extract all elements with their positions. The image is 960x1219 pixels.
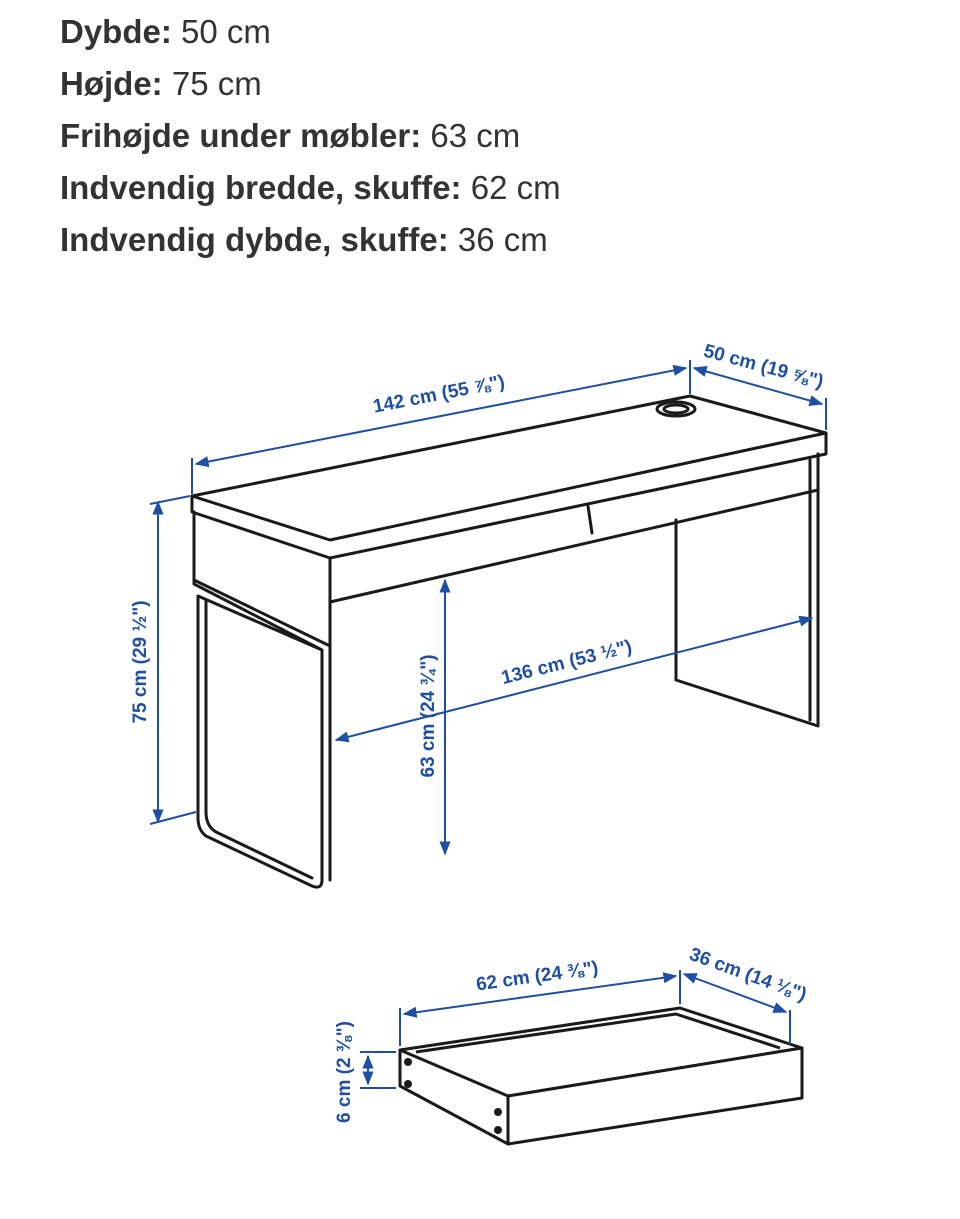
desk-illustration [190,394,828,889]
desk-left-leg-inner [204,598,314,880]
spec-value: 50 cm [181,13,271,50]
drawer-illustration [398,1006,804,1146]
specs-list: Dybde: 50 cm Højde: 75 cm Frihøjde under… [60,6,940,266]
drawer-dimensions [360,970,791,1089]
spec-label: Indvendig dybde, skuffe: [60,221,449,258]
spec-label: Dybde: [60,13,172,50]
spec-label: Frihøjde under møbler: [60,117,422,154]
spec-value: 36 cm [457,221,548,258]
drawer-height-label: 6 cm (2 ⅜") [334,1021,355,1123]
drawer-depth-label: 36 cm (14 ⅛") [686,944,809,1006]
spec-row-clearance: Frihøjde under møbler: 63 cm [60,110,940,162]
desk-width-label: 142 cm (55 ⅞") [371,372,506,418]
desk-height-label: 75 cm (29 ½") [130,600,151,723]
spec-label: Højde: [60,65,163,102]
drawer-side-panel [398,1050,510,1146]
spec-value: 75 cm [171,65,262,102]
desk-left-side [192,510,332,648]
spec-row-drawer-width: Indvendig bredde, skuffe: 62 cm [60,162,940,214]
spec-value: 62 cm [470,169,561,206]
spec-row-drawer-depth: Indvendig dybde, skuffe: 36 cm [60,214,940,266]
desk-drawer-divider [586,504,594,535]
spec-label: Indvendig bredde, skuffe: [60,169,462,206]
desk-dimensions [149,360,827,856]
desk-depth-label: 50 cm (19 ⅝") [701,341,825,393]
spec-row-depth: Dybde: 50 cm [60,6,940,58]
desk-clearance-label: 63 cm (24 ¾") [418,654,439,777]
desk-left-leg [192,510,324,889]
desk-top-surface [190,394,828,542]
spec-value: 63 cm [430,117,521,154]
spec-row-height: Højde: 75 cm [60,58,940,110]
